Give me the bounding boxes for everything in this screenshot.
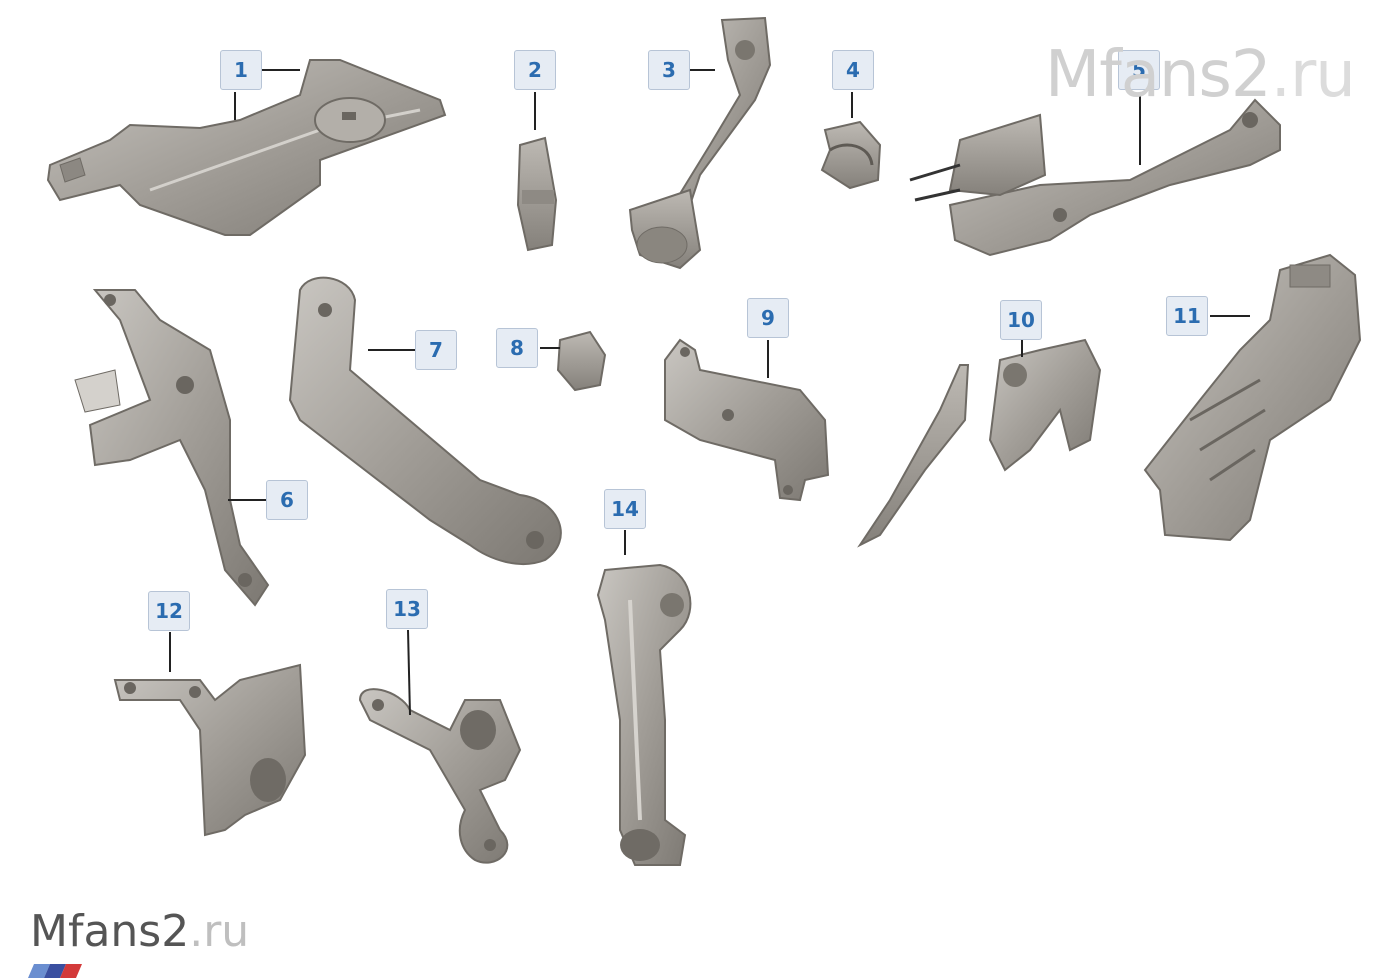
part-12-clip-bracket bbox=[113, 663, 307, 837]
callout-6: 6 bbox=[266, 480, 308, 520]
part-6-angled-bracket bbox=[74, 289, 270, 607]
part-1-bracket-plate bbox=[46, 59, 447, 236]
callout-1: 1 bbox=[220, 50, 262, 90]
callout-3: 3 bbox=[648, 50, 690, 90]
part-11-connector-housing bbox=[1143, 253, 1362, 542]
watermark-bottom: Mfans2.ru bbox=[30, 906, 249, 957]
watermark-top: Mfans2.ru bbox=[1045, 38, 1356, 112]
callout-7: 7 bbox=[415, 330, 457, 370]
watermark-bottom-brand: Mfans2 bbox=[30, 906, 190, 957]
callout-10: 10 bbox=[1000, 300, 1042, 340]
part-9-flat-bracket bbox=[664, 338, 830, 502]
part-2-pin bbox=[516, 136, 558, 252]
callout-14: 14 bbox=[604, 489, 646, 529]
leader-lines bbox=[169, 69, 1250, 716]
part-10-bracket bbox=[857, 338, 1102, 548]
callout-11: 11 bbox=[1166, 296, 1208, 336]
callout-12: 12 bbox=[148, 591, 190, 631]
part-8-small-clip bbox=[556, 330, 607, 392]
part-3-curved-bracket bbox=[628, 16, 772, 270]
part-13-clip-bracket bbox=[358, 688, 522, 864]
watermark-top-tld: .ru bbox=[1270, 38, 1356, 112]
callout-5: 5 bbox=[1118, 50, 1160, 90]
part-4-clip bbox=[820, 120, 882, 190]
leader-13 bbox=[407, 629, 411, 716]
part-5-long-bracket bbox=[909, 98, 1281, 257]
callout-4: 4 bbox=[832, 50, 874, 90]
watermark-bottom-tld: .ru bbox=[189, 906, 250, 957]
callout-13: 13 bbox=[386, 589, 428, 629]
part-7-strap bbox=[288, 276, 562, 566]
watermark-top-brand: Mfans2 bbox=[1045, 38, 1272, 112]
part-14-s-bracket bbox=[596, 563, 692, 866]
callout-8: 8 bbox=[496, 328, 538, 368]
callout-9: 9 bbox=[747, 298, 789, 338]
callout-2: 2 bbox=[514, 50, 556, 90]
brand-stripes-icon bbox=[28, 964, 82, 978]
